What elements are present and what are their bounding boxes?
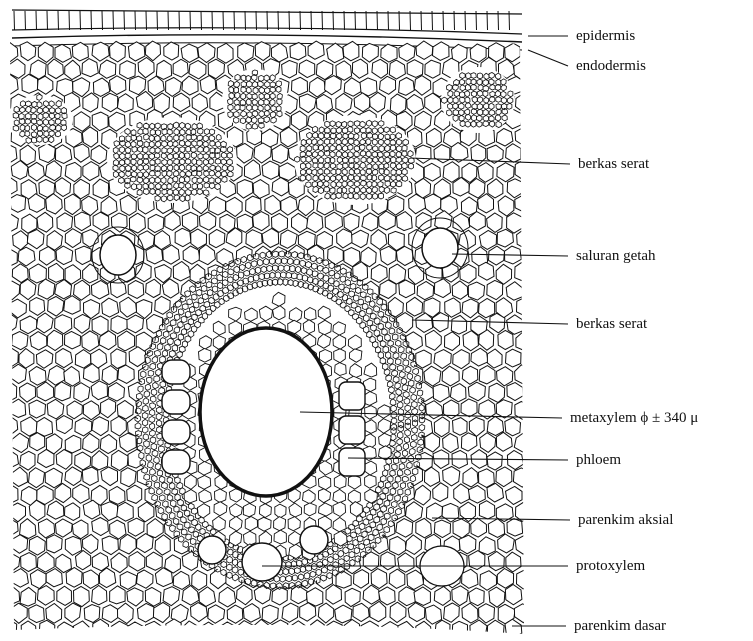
label-berkas-serat-mid: berkas serat (576, 317, 647, 332)
label-phloem: phloem (576, 453, 621, 468)
label-berkas-serat-top: berkas serat (578, 157, 649, 172)
label-parenkim-aksial: parenkim aksial (578, 513, 673, 528)
label-parenkim-dasar: parenkim dasar (574, 619, 666, 634)
label-endodermis: endodermis (576, 59, 646, 74)
label-epidermis: epidermis (576, 29, 635, 44)
label-metaxylem: metaxylem ϕ ± 340 μ (570, 411, 698, 426)
label-protoxylem: protoxylem (576, 559, 645, 574)
label-saluran-getah: saluran getah (576, 249, 656, 264)
